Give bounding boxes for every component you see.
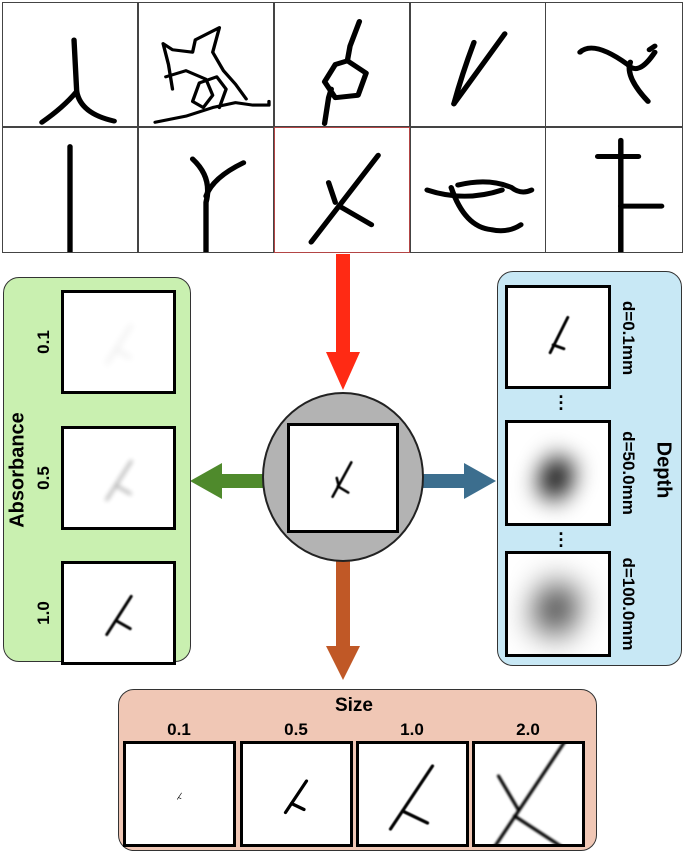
size-level-label: 2.0 xyxy=(516,720,540,739)
y-fork-shape xyxy=(39,37,117,125)
depth-level-label: d=0.1mm xyxy=(619,300,638,376)
shape-cell-tangled-scribble xyxy=(138,2,274,127)
size-image xyxy=(356,741,469,847)
absorbance-image xyxy=(61,426,176,530)
arrow-to-absorbance xyxy=(190,463,268,499)
vertical-line-shape xyxy=(67,144,73,252)
absorbance-level-label: 0.5 xyxy=(34,466,53,490)
arrow-to-depth xyxy=(418,463,496,499)
center-image xyxy=(287,423,399,533)
depth-image xyxy=(505,420,611,526)
absorbance-image xyxy=(61,561,176,665)
upright-fork-shape xyxy=(189,156,247,252)
shape-cell-hexagon-branch xyxy=(274,2,410,127)
absorbance-level-label: 0.1 xyxy=(34,330,53,354)
shape-cell-crossed-stroke xyxy=(274,127,410,253)
arrow-down-to-center xyxy=(326,254,360,390)
tangled-scribble-shape xyxy=(153,26,271,124)
size-level-label: 1.0 xyxy=(400,720,424,739)
size-image xyxy=(472,741,585,847)
size-level-label: 0.1 xyxy=(167,720,191,739)
shape-cell-curved-split xyxy=(545,2,683,127)
absorbance-image xyxy=(61,290,176,394)
absorbance-title: Absorbance xyxy=(6,412,29,528)
shape-cell-y-fork xyxy=(2,2,138,127)
depth-ellipsis-1: ... xyxy=(558,382,564,414)
hexagon-branch-shape xyxy=(321,18,369,126)
depth-title: Depth xyxy=(652,441,675,499)
depth-ellipsis-2: ... xyxy=(558,519,564,551)
arrow-to-size xyxy=(326,560,360,680)
size-level-label: 0.5 xyxy=(284,720,308,739)
v-shape-shape xyxy=(451,31,508,107)
t-junction-shape xyxy=(594,137,665,252)
wavy-cross-shape xyxy=(424,179,535,234)
shape-cell-wavy-cross xyxy=(410,127,546,253)
depth-level-label: d=100.0mm xyxy=(619,557,638,651)
size-title: Size xyxy=(334,695,374,716)
shape-cell-upright-fork xyxy=(138,127,274,253)
absorbance-level-label: 1.0 xyxy=(34,601,53,625)
size-image xyxy=(123,741,236,847)
depth-image xyxy=(505,551,611,657)
curved-split-shape xyxy=(577,43,658,104)
crossed-stroke-shape xyxy=(308,152,381,245)
shape-cell-t-junction xyxy=(545,127,683,253)
shape-cell-vertical-line xyxy=(2,127,138,253)
size-image xyxy=(240,741,353,847)
depth-level-label: d=50.0mm xyxy=(619,431,638,515)
shape-cell-v-shape xyxy=(410,2,546,127)
depth-image xyxy=(505,285,611,389)
